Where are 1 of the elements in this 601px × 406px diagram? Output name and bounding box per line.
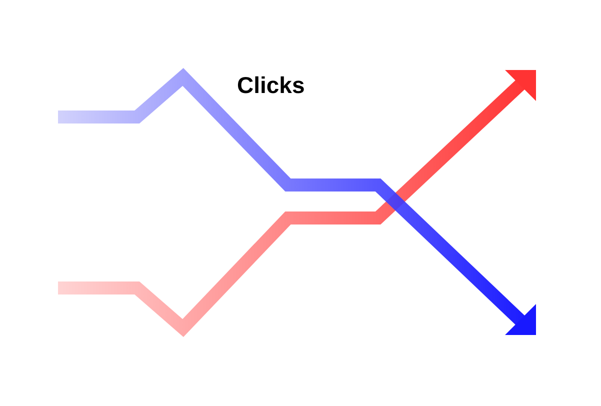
trend-label: Clicks xyxy=(237,72,305,99)
